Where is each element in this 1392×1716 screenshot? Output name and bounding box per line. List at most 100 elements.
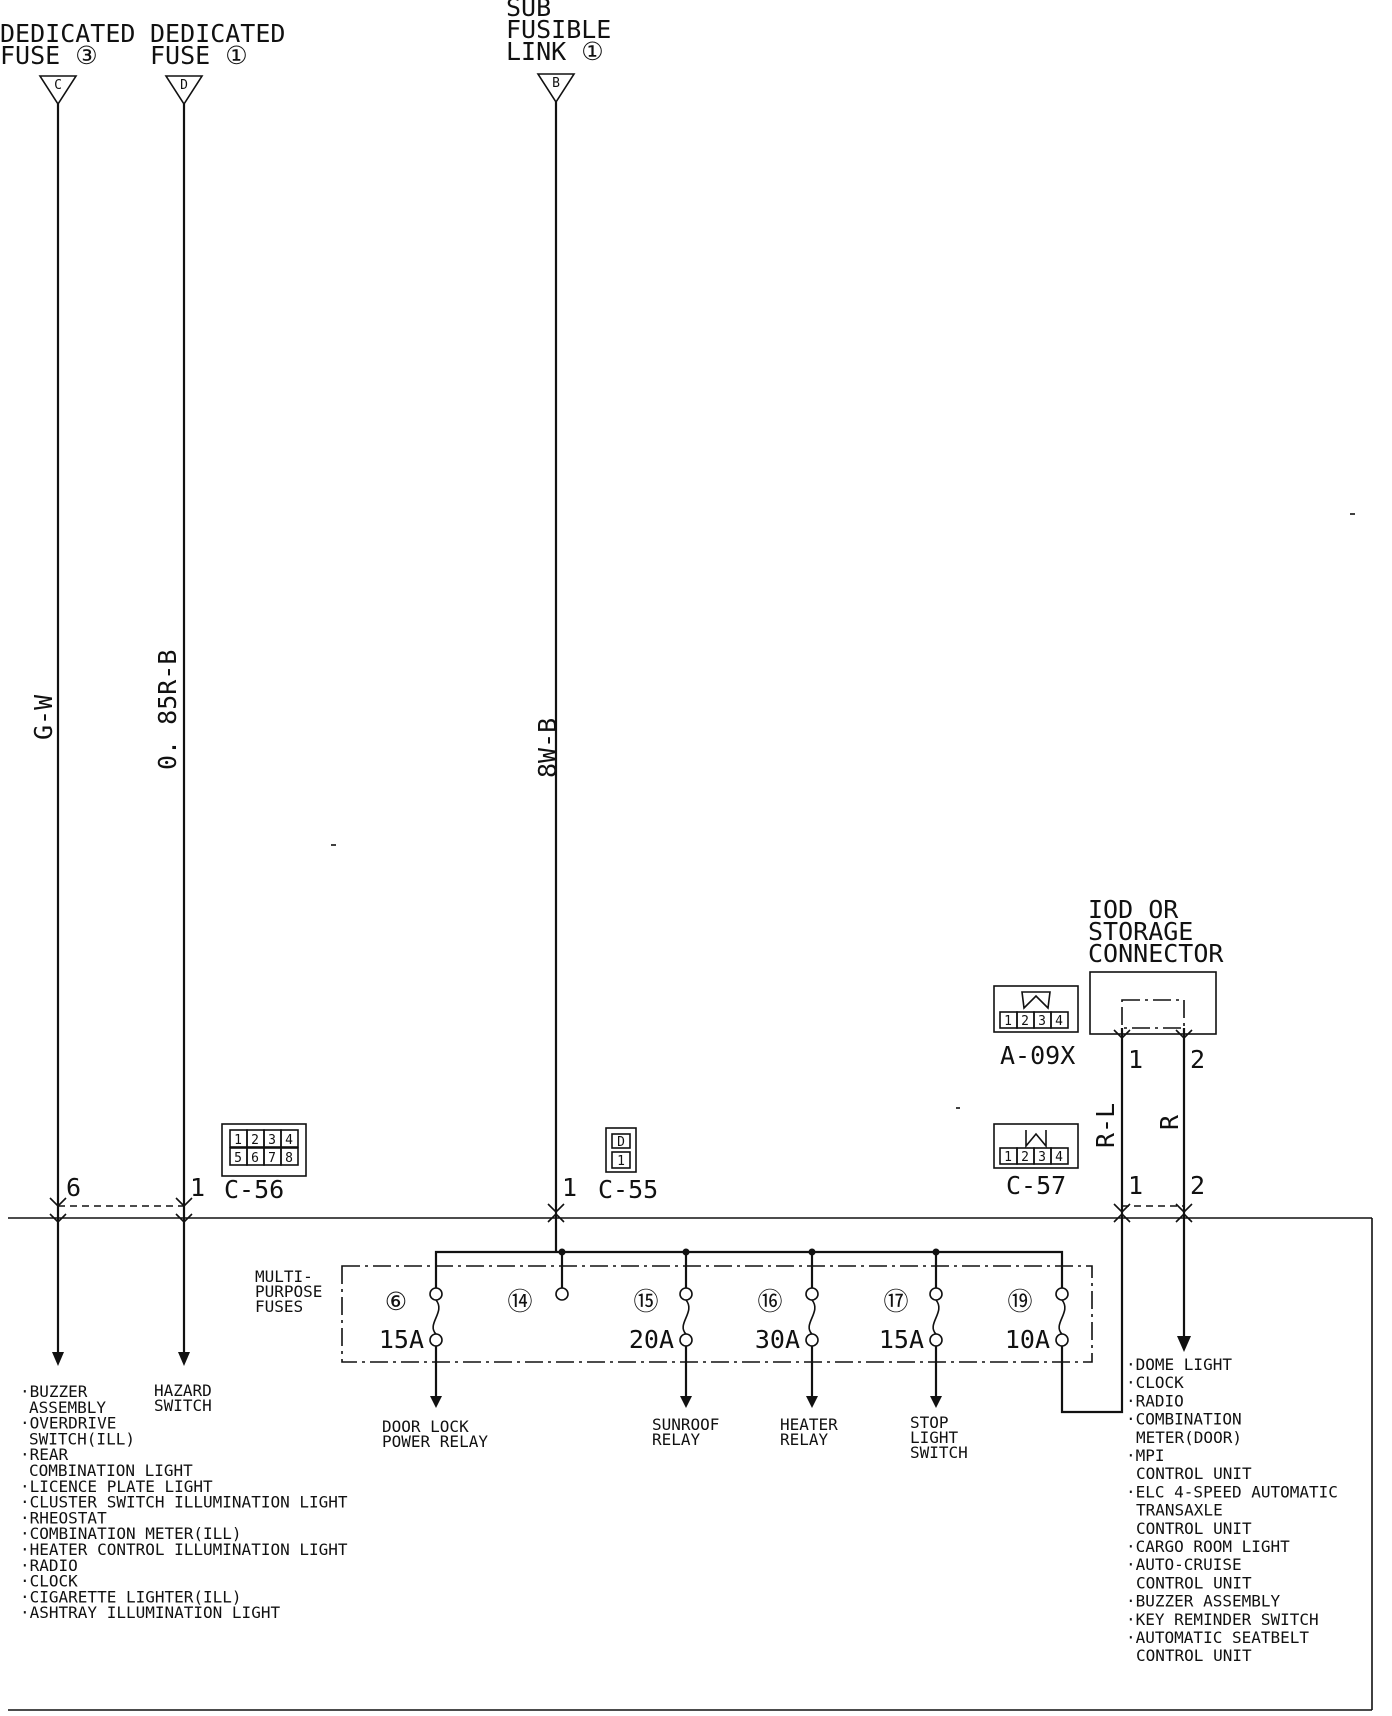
left-list-line: ·RHEOSTAT: [20, 1508, 107, 1527]
connector-a09x-symbol: 1 2 3 4: [993, 985, 1079, 1033]
left-list-line: SWITCH(ILL): [29, 1429, 135, 1448]
hazard-label-2: SWITCH: [154, 1396, 212, 1415]
multi-purpose-fuse-block: [341, 1265, 1093, 1363]
output-stop-light: STOP LIGHT SWITCH: [910, 1413, 968, 1462]
c57-pin-2: 2: [1190, 1171, 1205, 1200]
source-b-triangle: [536, 73, 576, 104]
hazard-label-1: HAZARD: [154, 1381, 212, 1400]
connector-c56-body: [221, 1123, 307, 1177]
c56-cell-3: 3: [268, 1133, 276, 1148]
fuse-15: ⑮ 20A: [629, 1287, 693, 1354]
fuse-block-label-3: FUSES: [255, 1297, 303, 1316]
left-list-line: ·CLUSTER SWITCH ILLUMINATION LIGHT: [20, 1493, 348, 1512]
right-list-line: TRANSAXLE: [1136, 1501, 1223, 1520]
connector-c57-body: [993, 1123, 1079, 1169]
stop-light-label-1: STOP: [910, 1413, 949, 1432]
door-lock-label-1: DOOR LOCK: [382, 1417, 469, 1436]
connector-c55-body: [605, 1127, 637, 1173]
source-b-title-1: SUB: [506, 0, 551, 22]
left-list-line: ·RADIO: [20, 1556, 78, 1575]
fuse-19: ⑲ 10A: [1005, 1287, 1069, 1354]
fuse-17-rating: 15A: [879, 1325, 924, 1354]
right-list-line: ·AUTO-CRUISE: [1126, 1555, 1242, 1574]
right-list-line: ·CARGO ROOM LIGHT: [1126, 1537, 1290, 1556]
fuse-16-number: ⑯: [757, 1287, 782, 1316]
left-list-line: ·CIGARETTE LIGHTER(ILL): [20, 1587, 242, 1606]
source-d-letter: D: [180, 78, 188, 93]
right-list-line: ·AUTOMATIC SEATBELT: [1126, 1628, 1309, 1647]
c55-cell-1: 1: [617, 1154, 625, 1169]
arrow-door-lock: [430, 1396, 442, 1408]
c57-pin-1: 1: [1128, 1171, 1143, 1200]
arrow-hazard: [178, 1352, 190, 1366]
right-list-line: ·RADIO: [1126, 1391, 1184, 1410]
wire-label-r-l: R-L: [1091, 1103, 1120, 1148]
right-list-line: ·MPI: [1126, 1446, 1165, 1465]
right-list-line: CONTROL UNIT: [1136, 1464, 1252, 1483]
iod-title-2: STORAGE: [1088, 917, 1193, 946]
fuse-6: ⑥ 15A: [379, 1287, 443, 1354]
arrow-r-output: [1177, 1336, 1191, 1352]
fuse-bus-bar: [434, 1250, 1064, 1288]
connector-c55-label: C-55: [598, 1175, 658, 1204]
left-list-line: ·ASHTRAY ILLUMINATION LIGHT: [20, 1603, 280, 1622]
c56-cell-6: 6: [251, 1151, 259, 1166]
left-list-line: ·CLOCK: [20, 1572, 78, 1591]
c56-pin-6: 6: [66, 1173, 81, 1202]
arrow-stop-light: [930, 1396, 942, 1408]
c55-pin-1: 1: [562, 1173, 577, 1202]
connector-c56-symbol: 1 2 3 4 5 6 7 8: [221, 1123, 307, 1177]
left-list-line: ·OVERDRIVE: [20, 1414, 116, 1433]
left-list-line: ·LICENCE PLATE LIGHT: [20, 1477, 213, 1496]
output-door-lock: DOOR LOCK POWER RELAY: [382, 1417, 488, 1451]
wire-fuse-19-to-iod: [1060, 1264, 1124, 1414]
c56-cell-5: 5: [234, 1151, 242, 1166]
source-b-header: SUB FUSIBLE LINK ① B: [506, 0, 611, 104]
arrow-sunroof: [680, 1396, 692, 1408]
fuse-19-rating: 10A: [1005, 1325, 1050, 1354]
connector-chevrons: [49, 1029, 1193, 1224]
source-d-triangle: [164, 75, 204, 106]
sunroof-label-2: RELAY: [652, 1430, 701, 1449]
right-list-line: CONTROL UNIT: [1136, 1519, 1252, 1538]
right-list-line: CONTROL UNIT: [1136, 1573, 1252, 1592]
source-b-title-3: LINK ①: [506, 37, 604, 66]
a09x-cell-2: 2: [1021, 1014, 1029, 1029]
fuse-16-rating: 30A: [755, 1325, 800, 1354]
fuse-19-number: ⑲: [1007, 1287, 1032, 1316]
c57-cell-1: 1: [1004, 1150, 1012, 1165]
fuse-block-label-2: PURPOSE: [255, 1282, 322, 1301]
connector-c57-label: C-57: [1006, 1171, 1066, 1200]
c56-cell-7: 7: [268, 1151, 276, 1166]
c56-cell-2: 2: [251, 1133, 259, 1148]
left-list-line: ASSEMBLY: [29, 1398, 106, 1417]
a09x-cell-3: 3: [1038, 1014, 1046, 1029]
c57-cell-2: 2: [1021, 1150, 1029, 1165]
iod-pin-2: 2: [1190, 1045, 1205, 1074]
door-lock-label-2: POWER RELAY: [382, 1432, 488, 1451]
source-d-title-2: FUSE ①: [150, 41, 248, 70]
connector-a09x-body: [993, 985, 1079, 1033]
output-heater: HEATER RELAY: [780, 1415, 838, 1449]
fuse-6-number: ⑥: [385, 1287, 407, 1316]
fuse-6-rating: 15A: [379, 1325, 424, 1354]
source-c-letter: C: [54, 78, 62, 93]
a09x-cell-4: 4: [1055, 1014, 1063, 1029]
fuse-15-number: ⑮: [633, 1287, 658, 1316]
connector-a09x-label: A-09X: [1000, 1041, 1075, 1070]
fuse-16: ⑯ 30A: [755, 1287, 819, 1354]
left-load-list: ·BUZZERASSEMBLY·OVERDRIVESWITCH(ILL)·REA…: [20, 1382, 348, 1622]
fuse-15-rating: 20A: [629, 1325, 674, 1354]
fuse-14-number: ⑭: [507, 1287, 532, 1316]
fuse-17: ⑰ 15A: [879, 1287, 943, 1354]
source-d-header: DEDICATED FUSE ① D: [150, 19, 285, 106]
fuse-17-number: ⑰: [883, 1287, 908, 1316]
source-c-title-1: DEDICATED: [0, 19, 135, 48]
c55-cell-d: D: [617, 1135, 625, 1150]
iod-storage-connector: IOD OR STORAGE CONNECTOR 1 2: [1088, 895, 1224, 1074]
connector-c56-label: C-56: [224, 1175, 284, 1204]
left-list-line: ·COMBINATION METER(ILL): [20, 1524, 242, 1543]
right-list-line: ·BUZZER ASSEMBLY: [1126, 1592, 1280, 1611]
iod-title-1: IOD OR: [1088, 895, 1179, 924]
